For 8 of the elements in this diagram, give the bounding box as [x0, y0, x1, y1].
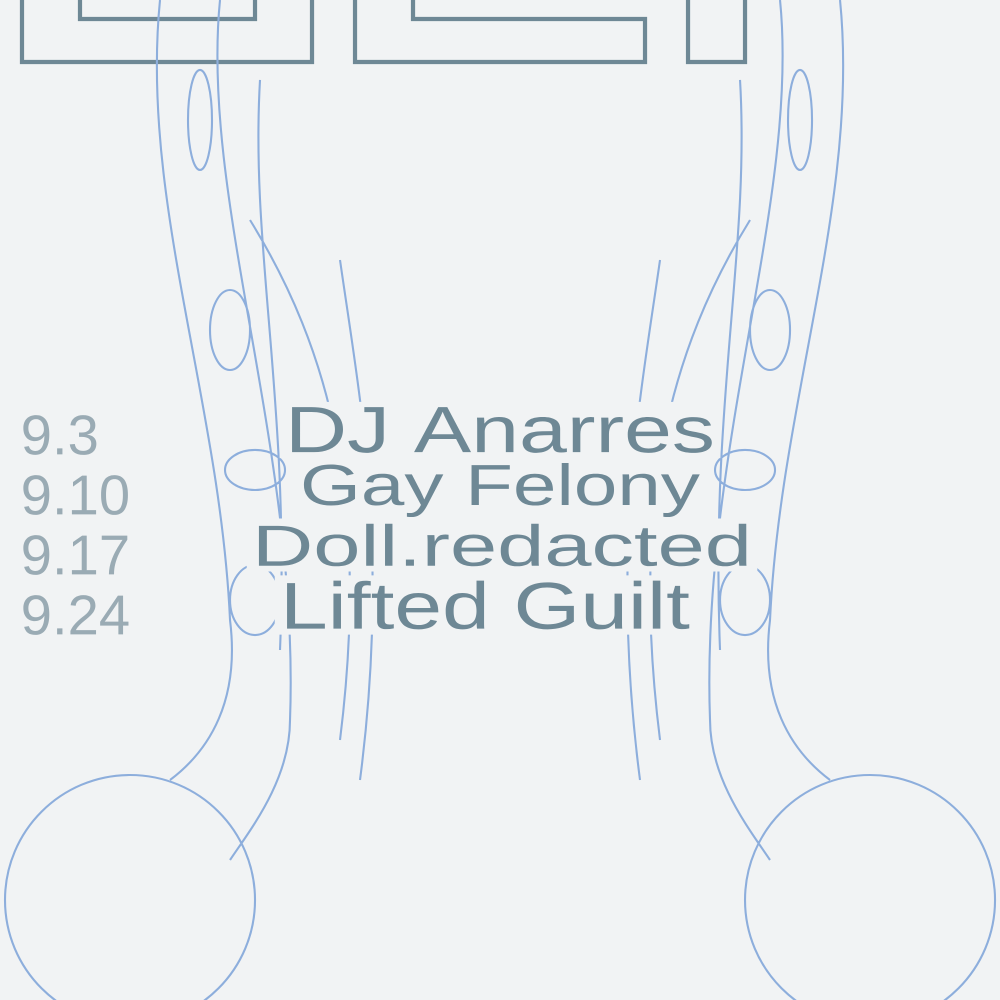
date-label: 9.24: [23, 595, 128, 635]
artist-name: DJ Anarres: [280, 402, 720, 458]
date-label: 9.10: [23, 475, 128, 515]
artist-name: Lifted Guilt: [274, 575, 696, 635]
artist-name: Gay Felony: [294, 458, 706, 522]
date-label: 9.17: [23, 535, 128, 575]
date-label: 9.3: [23, 415, 96, 455]
artist-name: Doll.redacted: [246, 518, 758, 572]
